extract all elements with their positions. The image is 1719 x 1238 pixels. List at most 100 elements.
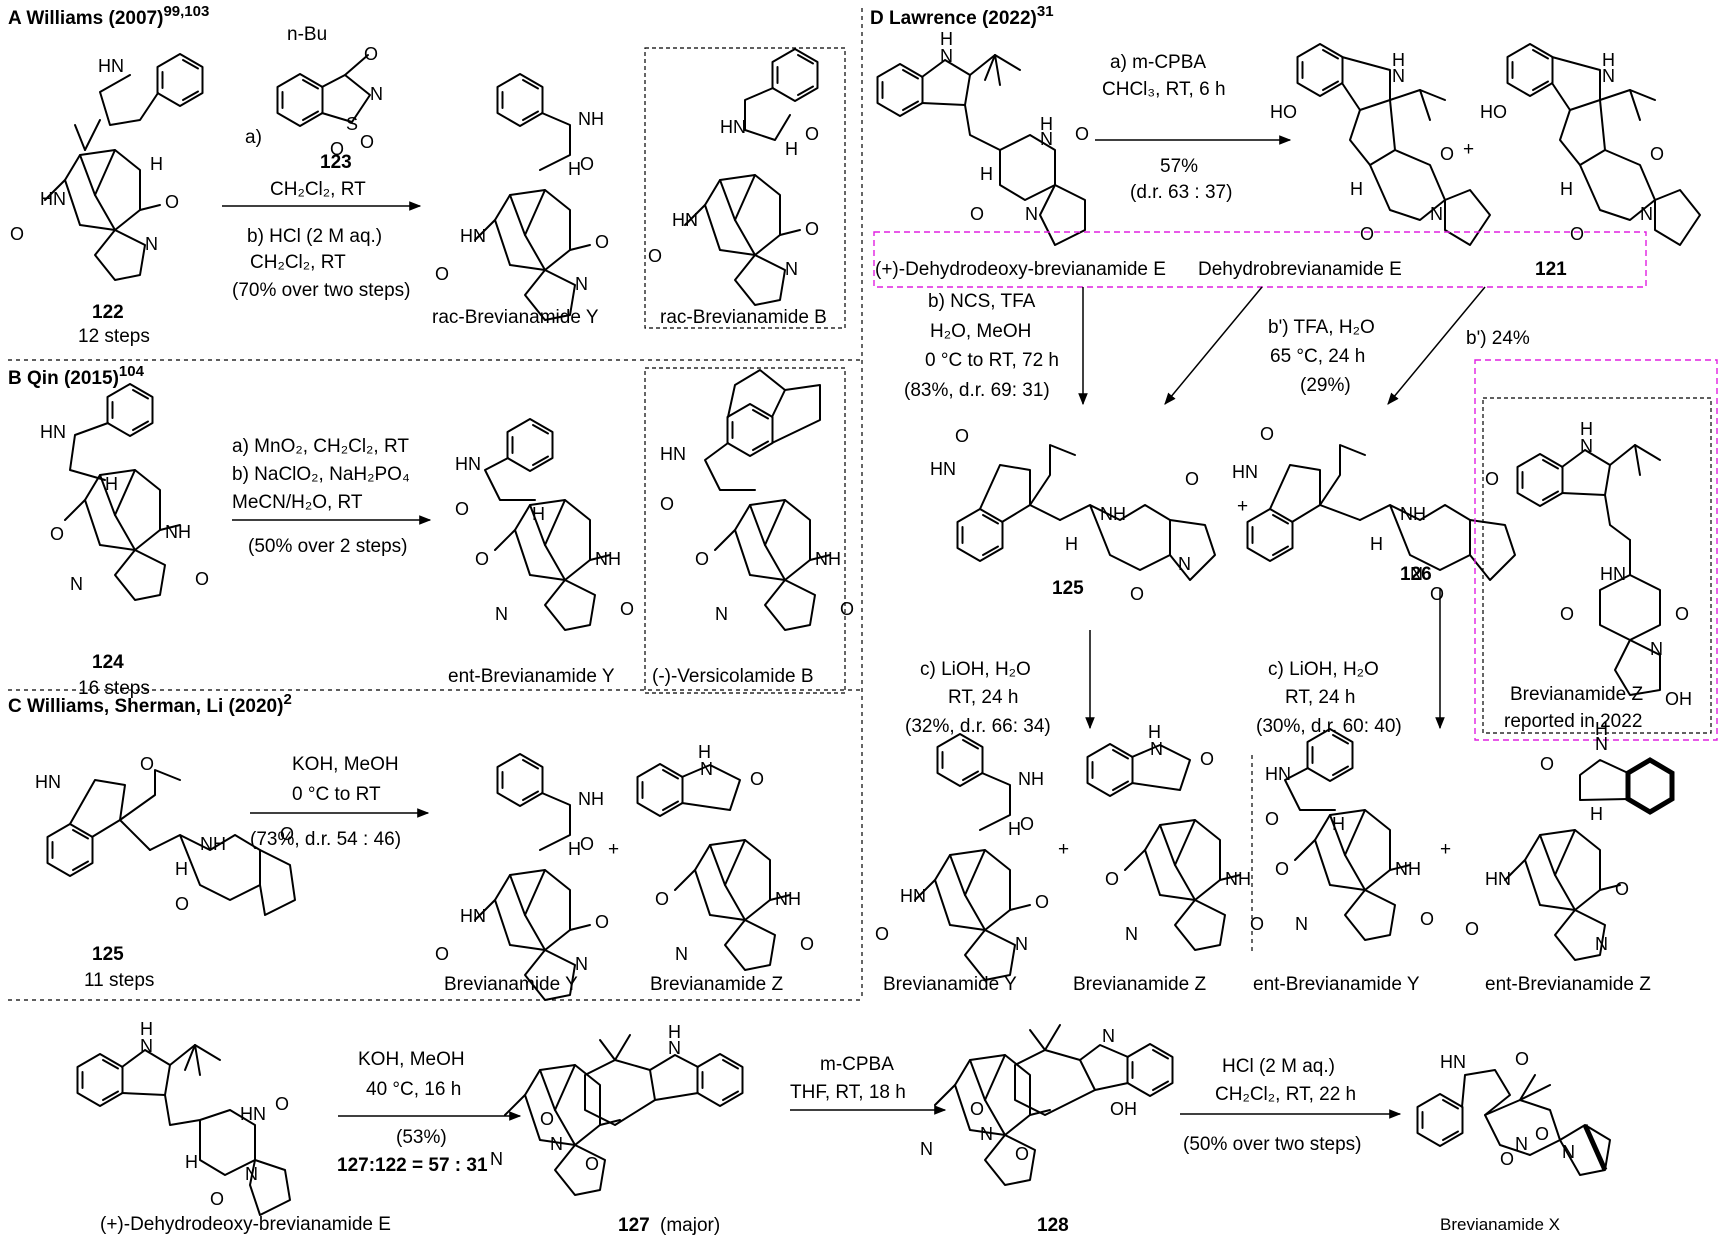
highlight-box-names xyxy=(873,231,1647,288)
step-e-cond4: m-CPBA xyxy=(820,1054,894,1075)
svg-text:O: O xyxy=(1560,604,1574,624)
product-d-brevianamide-y: Brevianamide Y xyxy=(883,974,1017,995)
svg-text:H: H xyxy=(1008,819,1021,839)
svg-text:H: H xyxy=(1590,804,1603,824)
svg-text:O: O xyxy=(1020,814,1034,834)
product-d-ent-brevianamide-y: ent-Brevianamide Y xyxy=(1253,974,1420,995)
panel-b: B Qin (2015)104 HN O NH O N H 124 16 ste… xyxy=(8,363,854,699)
svg-text:O: O xyxy=(1675,604,1689,624)
svg-text:NH: NH xyxy=(165,522,191,542)
molecule-122: HN HN O O N H xyxy=(10,53,204,281)
molecule-c-brevianamide-y: NH O HN O O N H xyxy=(435,753,609,1001)
svg-text:O: O xyxy=(1430,584,1444,604)
box-rac-brevianamide-b xyxy=(644,47,846,329)
svg-text:O: O xyxy=(1485,469,1499,489)
name-e-sm: (+)-Dehydrodeoxy-brevianamide E xyxy=(100,1214,391,1235)
svg-text:H: H xyxy=(140,1019,153,1039)
molecule-e-sm: H N HN O O N H xyxy=(76,1019,291,1216)
svg-text:O: O xyxy=(655,889,669,909)
name-121: 121 xyxy=(1535,259,1567,280)
svg-text:NH: NH xyxy=(775,889,801,909)
svg-text:H: H xyxy=(785,139,798,159)
svg-text:H: H xyxy=(185,1152,198,1172)
step-d-c5: RT, 24 h xyxy=(1285,687,1355,708)
svg-text:N: N xyxy=(920,1139,933,1159)
step-b-yield: (50% over 2 steps) xyxy=(248,536,407,557)
svg-text:HN: HN xyxy=(40,189,66,209)
svg-text:O: O xyxy=(360,132,374,152)
svg-text:N: N xyxy=(370,84,383,104)
svg-text:HN: HN xyxy=(98,56,124,76)
svg-text:HN: HN xyxy=(1265,764,1291,784)
steps-125-c: 11 steps xyxy=(84,970,154,991)
svg-text:O: O xyxy=(175,894,189,914)
svg-text:HN: HN xyxy=(1485,869,1511,889)
molecule-d-ent-brevianamide-z: N H O HN O O N H xyxy=(1465,719,1675,961)
step-d-b3: 0 °C to RT, 72 h xyxy=(925,350,1059,371)
svg-text:N: N xyxy=(1580,436,1593,456)
svg-text:O: O xyxy=(1570,224,1584,244)
svg-text:N: N xyxy=(700,759,713,779)
product-brevianamide-x: Brevianamide X xyxy=(1440,1215,1560,1234)
svg-text:O: O xyxy=(1035,892,1049,912)
svg-text:NH: NH xyxy=(1018,769,1044,789)
svg-text:O: O xyxy=(1015,1144,1029,1164)
step-d-bp-alt: b') 24% xyxy=(1466,328,1530,349)
step-e-ratio: 127:122 = 57 : 31 xyxy=(337,1155,488,1176)
svg-text:O: O xyxy=(1265,809,1279,829)
molecule-ent-brevianamide-y: HN O O NH O N H xyxy=(455,418,634,631)
label-126: 126 xyxy=(1400,564,1432,585)
svg-text:N: N xyxy=(1515,1134,1528,1154)
svg-text:O: O xyxy=(435,264,449,284)
svg-text:O: O xyxy=(1200,749,1214,769)
product-c-brevianamide-z: Brevianamide Z xyxy=(650,974,783,995)
svg-text:O: O xyxy=(275,1094,289,1114)
step-b-cond2: b) NaClO₂, NaH₂PO₄ xyxy=(232,464,410,485)
svg-text:O: O xyxy=(620,599,634,619)
svg-text:H: H xyxy=(568,159,581,179)
svg-text:H: H xyxy=(1370,534,1383,554)
svg-text:O: O xyxy=(1130,584,1144,604)
step-d-bp2: 65 °C, 24 h xyxy=(1270,346,1365,367)
step-c-cond2: 0 °C to RT xyxy=(292,784,381,805)
svg-text:N: N xyxy=(1125,924,1138,944)
svg-text:H: H xyxy=(1040,114,1053,134)
svg-text:N: N xyxy=(1595,934,1608,954)
svg-text:O: O xyxy=(875,924,889,944)
svg-text:O: O xyxy=(195,569,209,589)
svg-text:O: O xyxy=(805,219,819,239)
svg-text:O: O xyxy=(695,549,709,569)
panel-d-header: D Lawrence (2022)31 xyxy=(870,3,1054,29)
step-d-b2: H₂O, MeOH xyxy=(930,321,1031,342)
svg-text:NH: NH xyxy=(815,549,841,569)
svg-text:O: O xyxy=(1075,124,1089,144)
label-122: 122 xyxy=(92,302,124,323)
step-c-cond1: KOH, MeOH xyxy=(292,754,399,775)
svg-text:N: N xyxy=(1650,639,1663,659)
molecule-126: HN O NH O O N H xyxy=(1232,424,1516,604)
step-a-cond2: CH₂Cl₂, RT xyxy=(250,252,346,273)
svg-text:O: O xyxy=(475,549,489,569)
svg-text:HN: HN xyxy=(672,210,698,230)
svg-text:NH: NH xyxy=(578,109,604,129)
svg-text:O: O xyxy=(805,124,819,144)
svg-text:OH: OH xyxy=(1110,1099,1137,1119)
svg-text:O: O xyxy=(280,824,294,844)
plus-c: + xyxy=(608,839,619,860)
box-versicolamide-b xyxy=(644,367,846,694)
steps-122: 12 steps xyxy=(78,326,150,347)
svg-text:N: N xyxy=(575,954,588,974)
svg-text:O: O xyxy=(970,1099,984,1119)
molecule-123: O N S O O xyxy=(276,44,383,159)
molecule-d-sm: H N N H O O N H xyxy=(876,29,1089,246)
svg-text:O: O xyxy=(580,154,594,174)
svg-text:N: N xyxy=(1025,204,1038,224)
step-e-cond1: KOH, MeOH xyxy=(358,1049,465,1070)
step-d-a2: CHCl₃, RT, 6 h xyxy=(1102,79,1226,100)
molecule-d-brevianamide-y: NH O HN O O N H xyxy=(875,733,1049,981)
svg-text:O: O xyxy=(585,1154,599,1174)
svg-text:HN: HN xyxy=(460,226,486,246)
svg-text:N: N xyxy=(70,574,83,594)
product-rac-brevianamide-b: rac-Brevianamide B xyxy=(660,307,827,328)
svg-text:N: N xyxy=(675,944,688,964)
